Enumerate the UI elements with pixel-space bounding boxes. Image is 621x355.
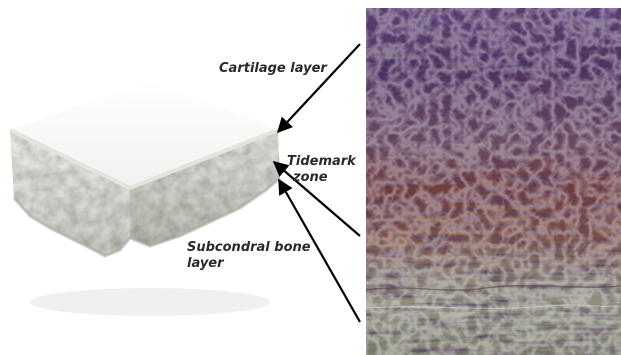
tidemark-text-line2: zone (287, 170, 356, 186)
tidemark-zone-label: Tidemark zone (287, 154, 356, 186)
bone-text-line2: layer (187, 256, 311, 272)
cartilage-arrow (278, 44, 360, 132)
cartilage-layer-label: Cartilage layer (219, 61, 327, 77)
tidemark-text-line1: Tidemark (287, 154, 356, 170)
cartilage-layer-text: Cartilage layer (219, 61, 327, 77)
bone-text-line1: Subcondral bone (187, 240, 311, 256)
subchondral-bone-label: Subcondral bone layer (187, 240, 311, 272)
